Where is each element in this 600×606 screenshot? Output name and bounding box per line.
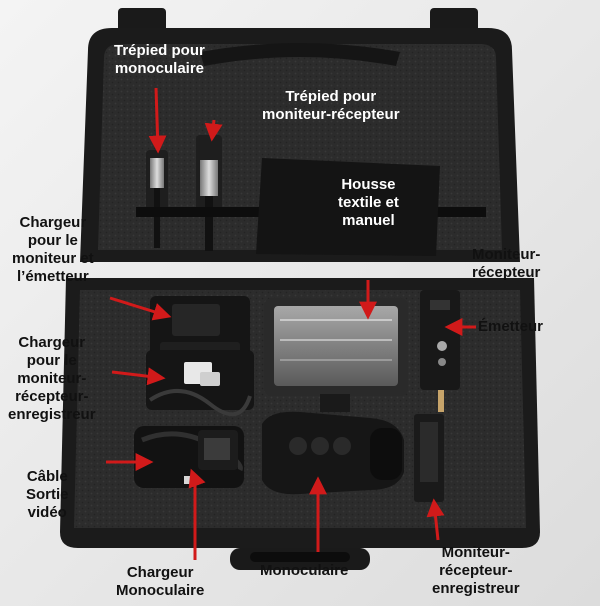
textile-cover [256, 158, 440, 256]
label-emitter: Émetteur [478, 318, 544, 335]
recorder-device [414, 414, 444, 502]
monocular-tripod [146, 150, 168, 248]
label-monitor-receiver: Moniteur-récepteur [472, 246, 541, 281]
monocular-device [262, 411, 404, 495]
monitor-receiver [264, 298, 408, 412]
label-monocular: Monoculaire [260, 562, 349, 579]
emitter-device [420, 290, 460, 412]
handle-recess [200, 43, 400, 66]
monitor-tripod [196, 135, 222, 251]
monocular-charger [198, 430, 238, 470]
label-recorder: Moniteur-récepteur-enregistreur [432, 544, 520, 597]
pointer-arrows [106, 87, 476, 560]
charger-recorder [146, 350, 254, 417]
